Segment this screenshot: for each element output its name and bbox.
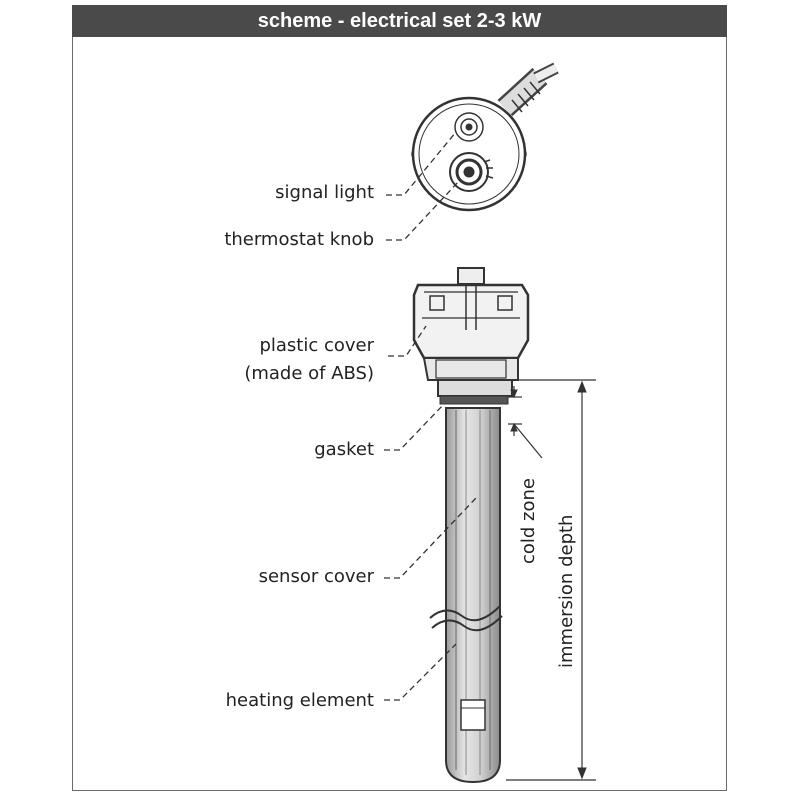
label-signal-light: signal light [275,182,374,203]
thermostat-housing-top-view [411,62,559,212]
plastic-cover [412,267,530,360]
thermostat-knob [449,152,494,192]
label-plastic-cover: plastic cover [259,335,374,356]
heating-element [460,699,486,731]
break-mark [429,605,503,632]
power-cable [497,62,559,117]
label-gasket: gasket [314,439,374,460]
label-cold-zone: cold zone [518,478,539,564]
signal-light [454,112,484,142]
label-sensor-cover: sensor cover [259,566,375,587]
flange [422,357,519,397]
label-plastic-cover-material: (made of ABS) [244,363,374,384]
label-immersion-depth: immersion depth [556,515,577,668]
gasket [439,395,509,405]
heater-side-view [412,267,530,784]
dimension-lines [506,379,596,781]
leader-lines [384,131,477,701]
label-thermostat-knob: thermostat knob [224,229,374,250]
label-heating-element: heating element [226,690,374,711]
diagram-title: scheme - electrical set 2-3 kW [72,5,727,37]
